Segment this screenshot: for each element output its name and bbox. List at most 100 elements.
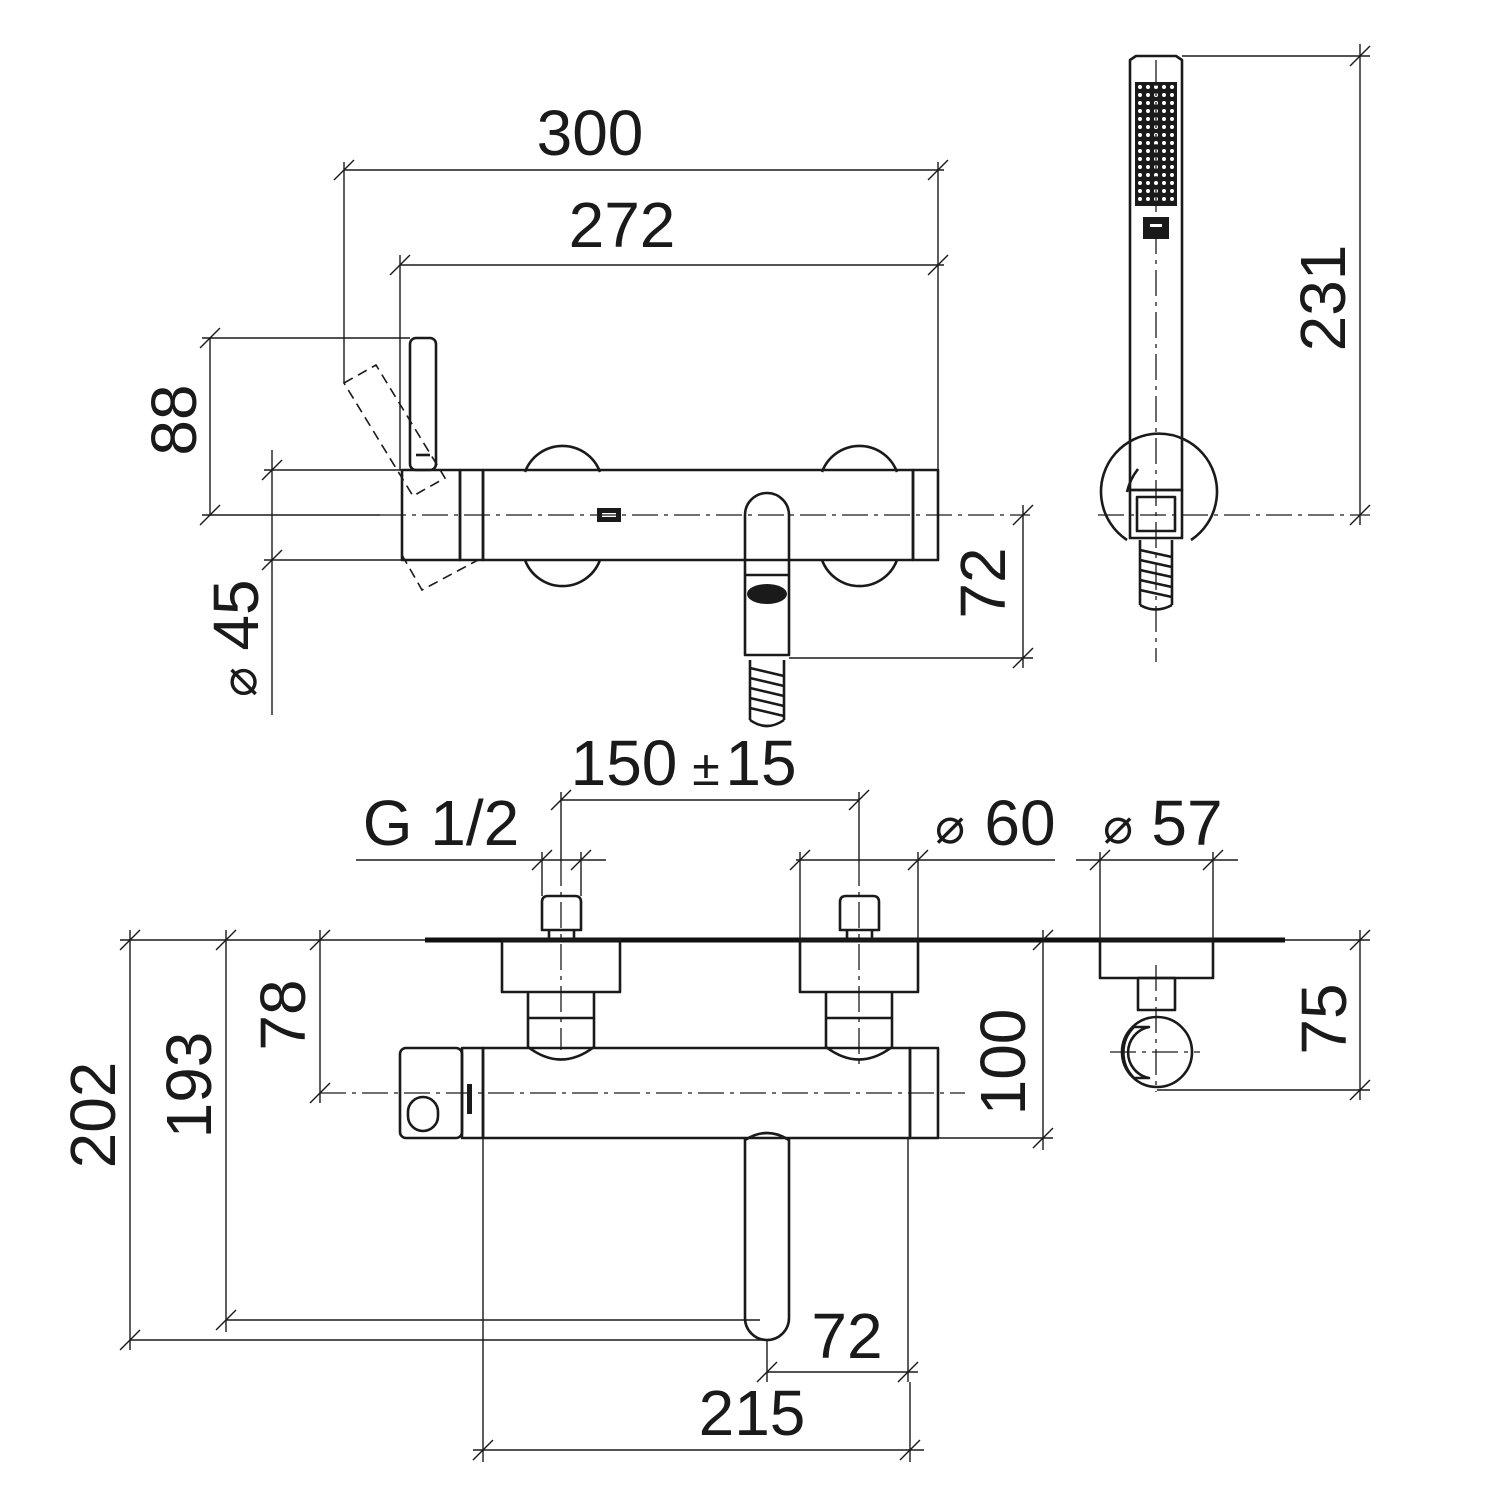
spray-nozzle (1154, 173, 1158, 177)
spray-nozzle (1138, 189, 1142, 193)
spray-nozzle (1138, 141, 1142, 145)
dim-78-label: 78 (247, 979, 319, 1050)
spray-nozzle (1154, 181, 1158, 185)
spray-nozzle (1170, 189, 1174, 193)
mixer-front-elevation (342, 336, 1030, 728)
spray-nozzle (1146, 101, 1150, 105)
spray-nozzle (1154, 85, 1158, 89)
spray-nozzle (1146, 93, 1150, 97)
dim-inlet-spacing: 150 ± 15 (550, 727, 870, 860)
plus-minus-symbol: ± (692, 740, 719, 796)
dim-lever-height: 88 (138, 327, 410, 526)
dim-wall-to-spout-front: 202 (57, 929, 767, 1351)
spray-nozzle (1170, 149, 1174, 153)
spray-nozzle (1146, 141, 1150, 145)
dim-75-label: 75 (1288, 983, 1360, 1054)
diameter-symbol-60: ⌀ (935, 798, 965, 854)
spray-nozzle (1170, 93, 1174, 97)
dim-57-label: 57 (1151, 787, 1222, 859)
spray-nozzle (1138, 157, 1142, 161)
spray-nozzle (1138, 197, 1142, 201)
spray-nozzle (1170, 165, 1174, 169)
spray-nozzle (1162, 93, 1166, 97)
dim-escutcheon-diameter: ⌀ 60 (789, 787, 1056, 940)
spray-nozzle (1138, 173, 1142, 177)
spout-aerator (747, 584, 787, 604)
spray-nozzle (1170, 101, 1174, 105)
spray-nozzle (1146, 117, 1150, 121)
dim-231-label: 231 (1287, 245, 1359, 352)
spray-nozzle (1170, 85, 1174, 89)
spray-nozzle (1138, 109, 1142, 113)
spray-nozzle (1170, 197, 1174, 201)
dim-overall-length: 300 (333, 97, 949, 470)
spray-nozzle (1162, 181, 1166, 185)
dim-hand-shower-length: 231 (1182, 44, 1371, 526)
spray-nozzle (1138, 117, 1142, 121)
spray-nozzle (1162, 149, 1166, 153)
shower-holder-plan (1098, 938, 1215, 1092)
diameter-symbol: ⌀ (211, 667, 267, 697)
spray-nozzle (1162, 189, 1166, 193)
dim-wall-to-body-axis: 78 (247, 929, 331, 1104)
spray-nozzle (1162, 85, 1166, 89)
spray-nozzle (1162, 165, 1166, 169)
hose (748, 660, 786, 728)
dim-72-bottom-label: 72 (811, 1300, 882, 1372)
spray-nozzle (1146, 157, 1150, 161)
spray-nozzle (1170, 109, 1174, 113)
dim-inlet-thread: G 1/2 (356, 787, 606, 896)
spray-nozzle (1146, 85, 1150, 89)
spray-nozzle (1138, 125, 1142, 129)
dim-100-label: 100 (967, 1009, 1039, 1116)
dim-spout-offset: 72 (756, 1138, 919, 1383)
dim-215-label: 215 (699, 1377, 806, 1449)
dim-150-label: 150 (571, 727, 678, 799)
diameter-symbol-57: ⌀ (1103, 798, 1133, 854)
spray-nozzle (1146, 109, 1150, 113)
spray-nozzle (1162, 117, 1166, 121)
spray-nozzle (1146, 133, 1150, 137)
spray-nozzle (1138, 165, 1142, 169)
lever-alternate-position (342, 363, 447, 498)
dim-thread-label: G 1/2 (363, 787, 520, 859)
dim-wall-to-spout-center: 193 (153, 929, 760, 1332)
spray-nozzle (1138, 133, 1142, 137)
spray-nozzle (1162, 133, 1166, 137)
spray-nozzle (1138, 149, 1142, 153)
dim-spout-drop: 72 (789, 504, 1034, 669)
spout (743, 491, 791, 657)
dim-body-length: 272 (389, 189, 949, 470)
spray-nozzle (1146, 125, 1150, 129)
spray-nozzle (1162, 101, 1166, 105)
spray-nozzle (1170, 125, 1174, 129)
spray-nozzle (1170, 133, 1174, 137)
spray-nozzle (1162, 109, 1166, 113)
spray-nozzle (1146, 181, 1150, 185)
spray-nozzle (1154, 141, 1158, 145)
spout-plan (743, 1138, 791, 1342)
dim-rosette-diameter: ⌀ 57 (1076, 787, 1238, 940)
spray-nozzle (1162, 173, 1166, 177)
dim-tolerance-label: 15 (725, 727, 796, 799)
spray-nozzle (1138, 93, 1142, 97)
mixer-plan-view (320, 860, 965, 1342)
dim-88-label: 88 (138, 384, 210, 455)
spray-nozzle (1170, 157, 1174, 161)
spray-nozzle (1170, 117, 1174, 121)
spray-nozzle (1146, 149, 1150, 153)
spray-nozzle (1162, 197, 1166, 201)
dim-202-label: 202 (57, 1062, 129, 1169)
spray-nozzle (1170, 181, 1174, 185)
dim-272-label: 272 (569, 189, 676, 261)
spray-nozzle (1146, 173, 1150, 177)
dim-72-top-label: 72 (947, 547, 1019, 618)
spray-nozzle (1170, 173, 1174, 177)
dim-wall-to-body-front: 100 (938, 929, 1054, 1150)
spray-nozzle (1146, 165, 1150, 169)
hand-shower (1098, 54, 1370, 662)
spray-nozzle (1162, 125, 1166, 129)
spray-nozzle (1170, 141, 1174, 145)
spray-nozzle (1146, 197, 1150, 201)
